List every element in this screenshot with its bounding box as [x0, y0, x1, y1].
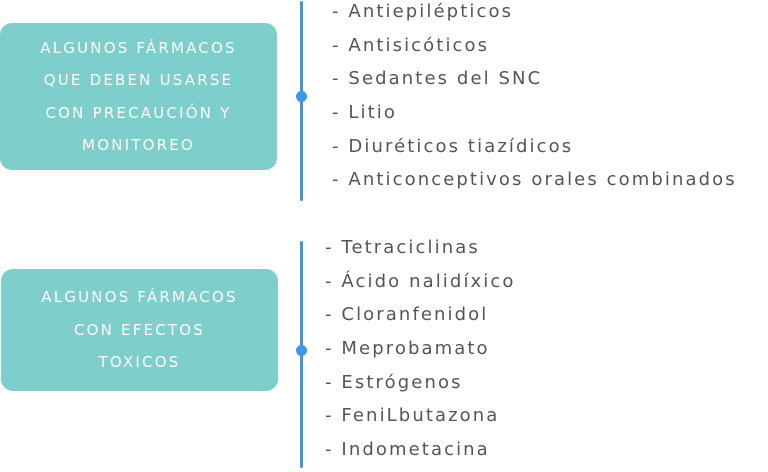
drug-list-item: - FeniLbutazona [325, 405, 500, 427]
drug-list-item: - Indometacina [325, 439, 490, 461]
connector-dot [296, 345, 307, 356]
drug-list: - Antiepilépticos - Antisicóticos - Seda… [332, 0, 737, 202]
drug-list: - Tetraciclinas - Ácido nalidíxico - Clo… [325, 236, 516, 472]
group-precaution: ALGUNOS FÁRMACOS QUE DEBEN USARSE CON PR… [0, 0, 768, 205]
drug-list-item: - Estrógenos [325, 371, 463, 393]
drug-list-item: - Litio [332, 102, 398, 124]
drug-list-item: - Diuréticos tiazídicos [332, 135, 574, 157]
category-label-line: QUE DEBEN USARSE [43, 71, 234, 89]
drug-list-item: - Cloranfenidol [325, 304, 489, 326]
category-label-line: MONITOREO [82, 136, 195, 154]
category-label-line: ALGUNOS FÁRMACOS [40, 38, 237, 57]
category-label-line: TOXICOS [98, 353, 181, 372]
category-label-line: CON EFECTOS [73, 320, 205, 339]
drug-list-item: - Sedantes del SNC [332, 68, 543, 90]
category-box-toxic: ALGUNOS FÁRMACOS CON EFECTOS TOXICOS [1, 269, 278, 391]
group-toxic: ALGUNOS FÁRMACOS CON EFECTOS TOXICOS - T… [0, 237, 768, 468]
category-label-line: CON PRECAUCIÓN Y [45, 103, 232, 122]
category-label: ALGUNOS FÁRMACOS CON EFECTOS TOXICOS [41, 281, 237, 379]
drug-list-item: - Anticonceptivos orales combinados [332, 169, 737, 191]
category-box-precaution: ALGUNOS FÁRMACOS QUE DEBEN USARSE CON PR… [0, 23, 277, 170]
drug-list-item: - Antisicóticos [332, 34, 490, 56]
connector-dot [296, 91, 307, 102]
drug-list-item: - Meprobamato [325, 338, 490, 360]
category-label: ALGUNOS FÁRMACOS QUE DEBEN USARSE CON PR… [40, 32, 236, 162]
drug-list-item: - Ácido nalidíxico [325, 270, 516, 292]
category-label-line: ALGUNOS FÁRMACOS [41, 288, 238, 307]
drug-list-item: - Tetraciclinas [325, 237, 480, 258]
drug-list-item: - Antiepilépticos [332, 1, 514, 22]
